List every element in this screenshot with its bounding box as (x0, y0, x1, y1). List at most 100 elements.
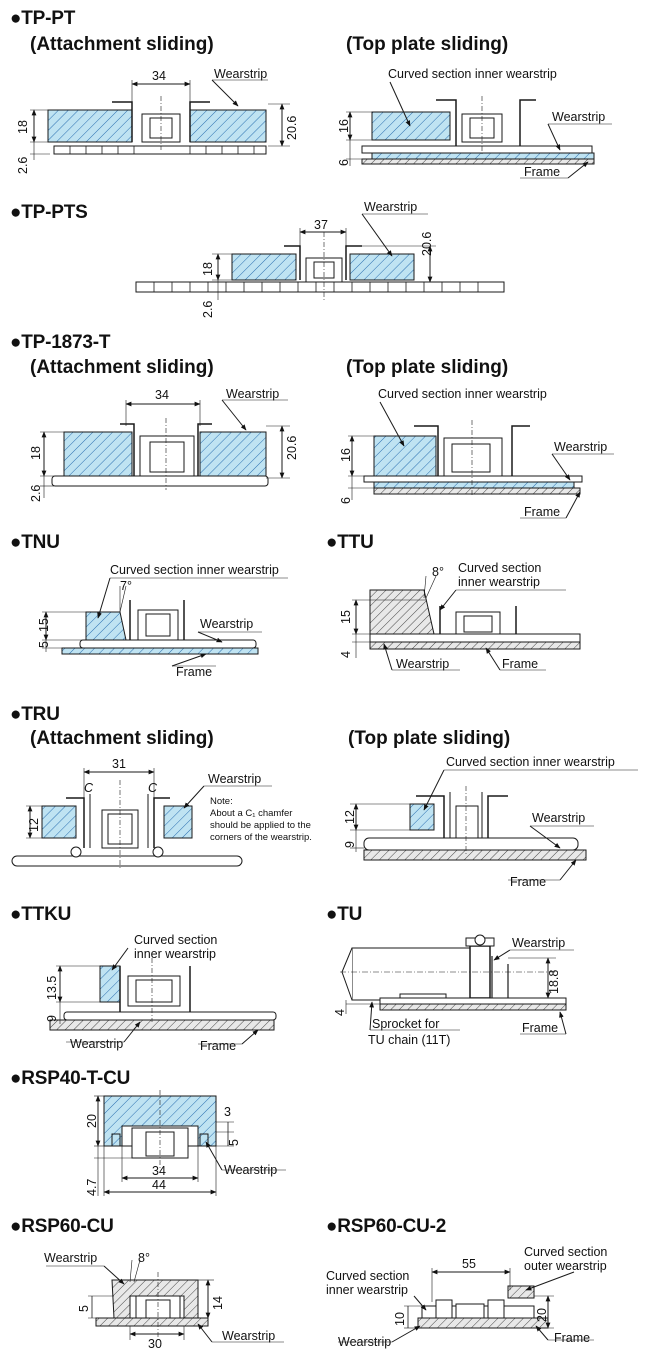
tu-title: ●TU (326, 904, 362, 925)
tp1873-dim-2-6: 2.6 (29, 485, 43, 502)
rsp60-2-inner-label-1: Curved section (326, 1269, 409, 1283)
rsp40-wearstrip-label: Wearstrip (224, 1163, 277, 1177)
tp1873-curved-label: Curved section inner wearstrip (378, 387, 547, 401)
tp1873-dim-18: 18 (29, 446, 43, 460)
rsp60-drawing (46, 1259, 284, 1343)
rsp40-drawing (94, 1090, 286, 1196)
tp1873-dim-20-6: 20.6 (285, 436, 299, 460)
tp1873-wearstrip-r-label: Wearstrip (554, 440, 607, 454)
rsp60-wearstrip-label: Wearstrip (44, 1251, 97, 1265)
tu-sprocket-label-2: TU chain (11T) (368, 1033, 450, 1047)
rsp40-dim-34: 34 (152, 1164, 166, 1178)
tp1873-dim-34: 34 (155, 388, 169, 402)
tru-right-drawing (350, 769, 638, 881)
tru-curved-label: Curved section inner wearstrip (446, 755, 615, 769)
tru-dim-12: 12 (27, 818, 41, 832)
ttu-dim-4: 4 (339, 651, 353, 658)
rsp60-2-outer-label-2: outer wearstrip (524, 1259, 607, 1273)
tru-left-drawing (11, 768, 272, 868)
tp1873-left-drawing (40, 399, 290, 498)
ttku-drawing (49, 947, 277, 1045)
tppts-dim-18: 18 (201, 262, 215, 276)
ttu-angle: 8° (432, 565, 444, 579)
tu-wearstrip-label: Wearstrip (512, 936, 565, 950)
ttu-drawing (352, 575, 581, 671)
tppt-right-drawing (346, 81, 612, 179)
tru-frame-label: Frame (510, 875, 546, 889)
rsp60-2-drawing (338, 1268, 594, 1343)
ttu-curved-label-1: Curved section (458, 561, 541, 575)
tppt-dim-2-6: 2.6 (16, 157, 30, 174)
tu-frame-label: Frame (522, 1021, 558, 1035)
rsp60-2-dim-20: 20 (535, 1308, 549, 1322)
tru-dim-12-r: 12 (343, 810, 357, 824)
ttu-title: ●TTU (326, 532, 374, 553)
ttu-curved-label-2: inner wearstrip (458, 575, 540, 589)
rsp60-2-dim-10: 10 (393, 1312, 407, 1326)
tru-left-subtitle: (Attachment sliding) (30, 728, 214, 749)
tp1873-wearstrip-label: Wearstrip (226, 387, 279, 401)
tppt-r-curved-wearstrip (371, 111, 451, 141)
ttku-frame-label: Frame (200, 1039, 236, 1053)
tnu-curved-label: Curved section inner wearstrip (110, 563, 279, 577)
rsp40-dim-5: 5 (227, 1139, 241, 1146)
tnu-title: ●TNU (10, 532, 60, 553)
tp1873-title: ●TP-1873-T (10, 332, 111, 353)
tppt-wearstrip-r-label: Wearstrip (552, 110, 605, 124)
tnu-frame-label: Frame (176, 665, 212, 679)
ttku-dim-9: 9 (45, 1015, 59, 1022)
ttu-frame-label: Frame (502, 657, 538, 671)
rsp60-dim-5: 5 (77, 1305, 91, 1312)
tu-drawing (340, 934, 574, 1035)
rsp40-dim-4-7: 4.7 (85, 1179, 99, 1196)
rsp60-2-inner-label-2: inner wearstrip (326, 1283, 408, 1297)
tru-note-3: should be applied to the (210, 820, 311, 831)
tnu-angle: 7° (120, 579, 132, 593)
tppt-left-wearstrip (47, 109, 133, 143)
tppts-dim-20-6: 20.6 (420, 232, 434, 256)
tppts-dim-2-6: 2.6 (201, 301, 215, 318)
tppts-drawing (135, 213, 505, 300)
rsp60-dim-30: 30 (148, 1337, 162, 1351)
tru-chamfer-right: C (148, 781, 158, 795)
rsp60-2-title: ●RSP60-CU-2 (326, 1216, 446, 1237)
ttu-dim-15: 15 (339, 610, 353, 624)
ttku-title: ●TTKU (10, 904, 71, 925)
ttku-wearstrip-label: Wearstrip (70, 1037, 123, 1051)
tppt-left-drawing (30, 79, 290, 160)
rsp60-2-wearstrip-label: Wearstrip (338, 1335, 391, 1349)
ttku-dim-13-5: 13.5 (45, 976, 59, 1000)
rsp60-wearstrip-label-2: Wearstrip (222, 1329, 275, 1343)
rsp60-2-dim-55: 55 (462, 1257, 476, 1271)
tppt-dim-20-6: 20.6 (285, 116, 299, 140)
tppts-dim-37: 37 (314, 218, 328, 232)
tppt-frame-label: Frame (524, 165, 560, 179)
tppt-right-subtitle: (Top plate sliding) (346, 34, 508, 55)
tppt-left-subtitle: (Attachment sliding) (30, 34, 214, 55)
ttku-curved-label-2: inner wearstrip (134, 947, 216, 961)
tnu-wearstrip-label: Wearstrip (200, 617, 253, 631)
tppt-dim-6: 6 (337, 159, 351, 166)
tppt-dim-18: 18 (16, 120, 30, 134)
rsp40-dim-44: 44 (152, 1178, 166, 1192)
tp1873-frame-label: Frame (524, 505, 560, 519)
tp1873-right-drawing (348, 401, 614, 519)
tp1873-right-subtitle: (Top plate sliding) (346, 357, 508, 378)
tru-dim-31: 31 (112, 757, 126, 771)
tppt-wearstrip-label: Wearstrip (214, 67, 267, 81)
tru-note-1: Note: (210, 796, 233, 807)
tru-wearstrip-r-label: Wearstrip (532, 811, 585, 825)
tru-chamfer-left: C (84, 781, 94, 795)
tppt-curved-label: Curved section inner wearstrip (388, 67, 557, 81)
tppt-dim-34: 34 (152, 69, 166, 83)
rsp40-title: ●RSP40-T-CU (10, 1068, 130, 1089)
tu-dim-18-8: 18.8 (547, 970, 561, 994)
tru-dim-9-r: 9 (343, 841, 357, 848)
rsp60-angle: 8° (138, 1251, 150, 1265)
rsp60-2-outer-label-1: Curved section (524, 1245, 607, 1259)
tru-title: ●TRU (10, 704, 60, 725)
tru-right-subtitle: (Top plate sliding) (348, 728, 510, 749)
ttku-curved-label-1: Curved section (134, 933, 217, 947)
